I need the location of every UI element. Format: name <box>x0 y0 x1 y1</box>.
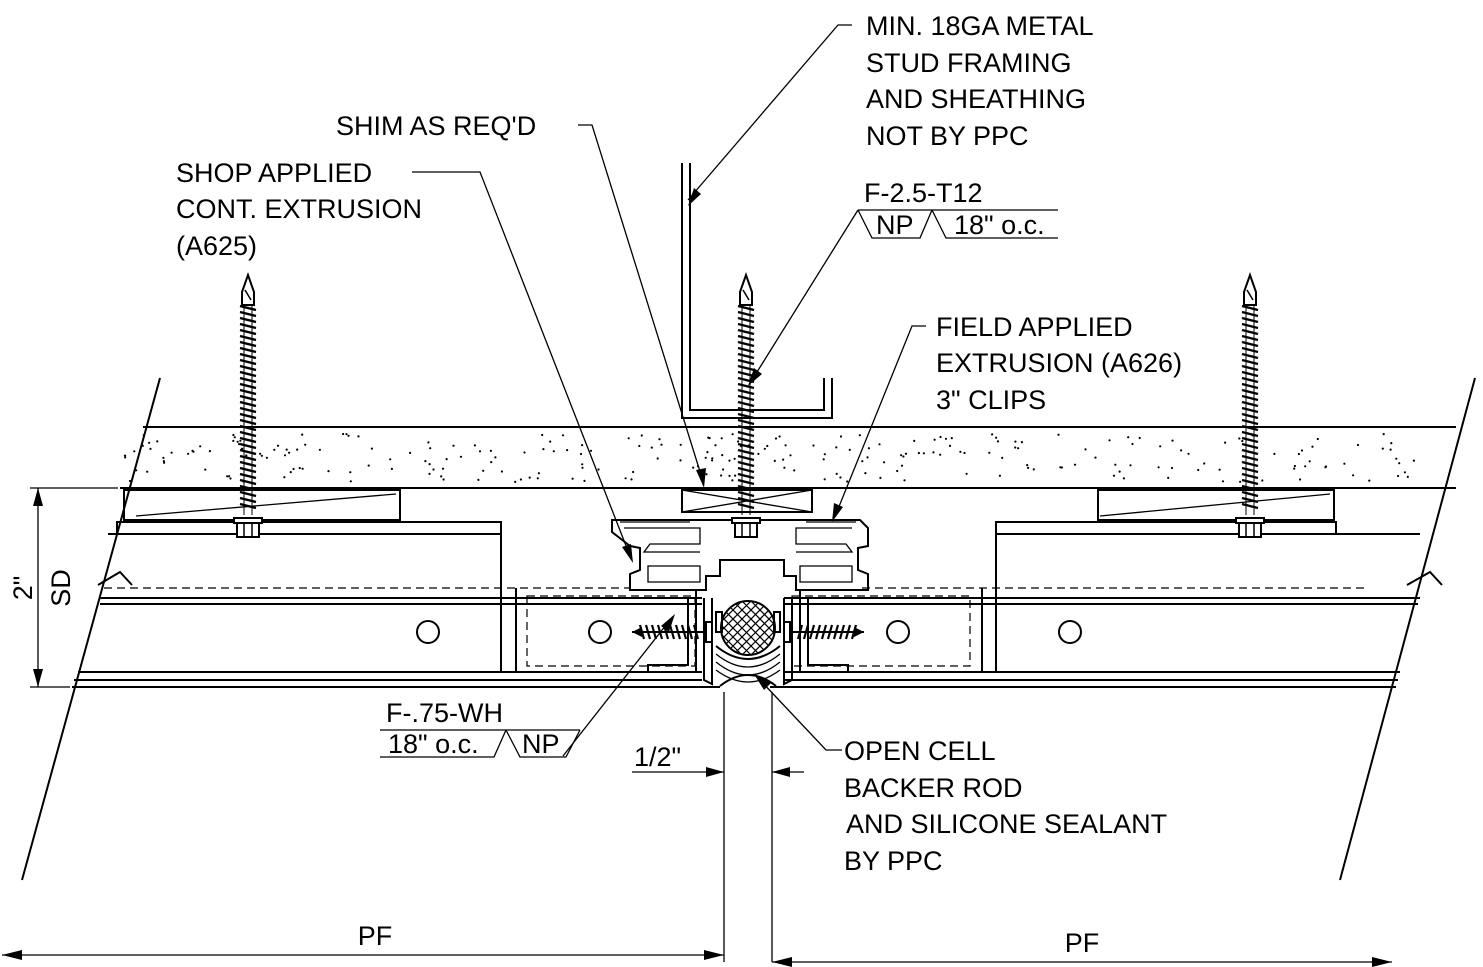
height-dimension-value: 2" <box>8 576 38 601</box>
leader-lines <box>412 24 926 757</box>
wood-screw-left <box>632 621 713 643</box>
screw-center <box>731 271 761 538</box>
callout-stud-framing: MIN. 18GA METAL STUD FRAMING AND SHEATHI… <box>866 11 1094 151</box>
callout-shop-extrusion: SHOP APPLIED CONT. EXTRUSION (A625) <box>176 158 422 261</box>
left-panel-width-label: PF <box>358 921 393 951</box>
height-dimension-label: SD <box>46 569 76 607</box>
sheathing-layer <box>120 426 1456 489</box>
callout-stud-line-4: NOT BY PPC <box>866 121 1029 151</box>
callout-shim: SHIM AS REQ'D <box>336 111 536 141</box>
callout-field-line-1: FIELD APPLIED <box>936 312 1133 342</box>
height-dimension: 2" SD <box>8 487 118 688</box>
callout-stud-line-3: AND SHEATHING <box>866 84 1086 114</box>
callout-field-extrusion: FIELD APPLIED EXTRUSION (A626) 3" CLIPS <box>936 312 1182 415</box>
callout-shop-line-1: SHOP APPLIED <box>176 158 372 188</box>
panel-break-lines <box>21 377 1476 881</box>
fastener-bottom-code: F-.75-WH <box>386 698 503 728</box>
fastener-bottom-left-cell: 18" o.c. <box>388 729 479 759</box>
screw-right <box>1235 271 1265 538</box>
fastener-tag-bottom: F-.75-WH 18" o.c. NP <box>380 698 581 759</box>
panel-width-dimensions: PF PF <box>2 921 1392 967</box>
joint-width-dimension: 1/2" <box>632 692 804 962</box>
callout-stud-line-1: MIN. 18GA METAL <box>866 11 1094 41</box>
joint-width-value: 1/2" <box>634 742 681 772</box>
callout-backer-line-4: BY PPC <box>844 846 943 876</box>
callout-shop-line-3: (A625) <box>176 231 257 261</box>
callout-backer-line-2: BACKER ROD <box>844 773 1023 803</box>
fastener-top-left-cell: NP <box>876 210 914 240</box>
callout-backer-rod: OPEN CELL BACKER ROD AND SILICONE SEALAN… <box>844 736 1167 876</box>
callout-backer-line-1: OPEN CELL <box>844 736 996 766</box>
right-panel-width-label: PF <box>1065 928 1100 958</box>
fastener-tag-top: F-2.5-T12 NP 18" o.c. <box>857 178 1058 240</box>
extrusion-a625-a626 <box>611 519 869 591</box>
right-panel <box>770 489 1420 688</box>
callout-shop-line-2: CONT. EXTRUSION <box>176 194 422 224</box>
screw-left <box>233 271 263 538</box>
fastener-top-code: F-2.5-T12 <box>864 178 983 208</box>
sheathing-stipple <box>123 432 1415 483</box>
fastener-top-right-cell: 18" o.c. <box>954 210 1045 240</box>
metal-stud <box>681 163 833 419</box>
fastener-bottom-right-cell: NP <box>522 729 560 759</box>
callout-field-line-3: 3" CLIPS <box>936 385 1046 415</box>
callout-stud-line-2: STUD FRAMING <box>866 48 1072 78</box>
callout-field-line-2: EXTRUSION (A626) <box>936 348 1182 378</box>
wood-screw-right <box>783 621 864 643</box>
callout-backer-line-3: AND SILICONE SEALANT <box>846 809 1167 839</box>
